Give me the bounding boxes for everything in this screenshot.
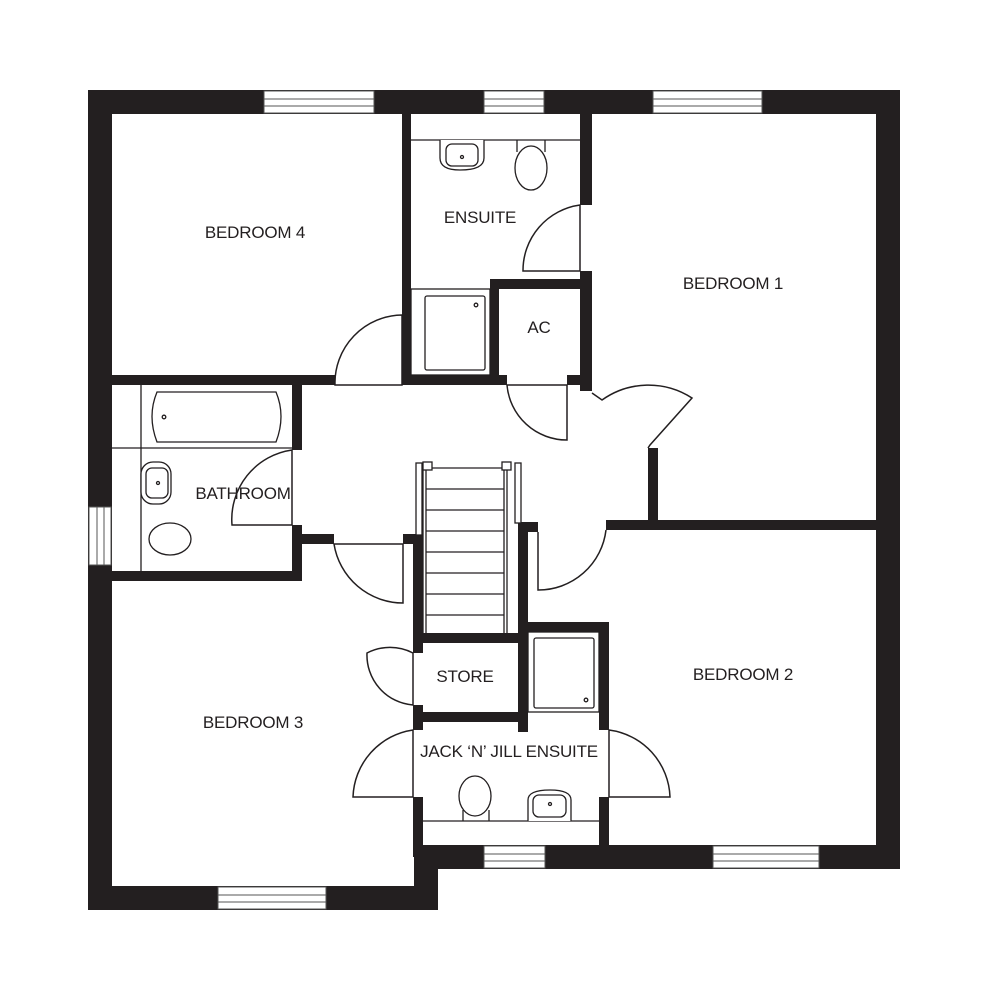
room-label-ensuite: ENSUITE	[443, 208, 517, 227]
room-label-bedroom-1: BEDROOM 1	[682, 274, 784, 293]
room-label-bathroom: BATHROOM	[195, 484, 291, 503]
interior-walls	[110, 112, 878, 857]
room-label-bedroom-2: BEDROOM 2	[692, 665, 794, 684]
windows	[88, 90, 820, 910]
room-label-store: STORE	[436, 667, 494, 686]
doors	[231, 204, 694, 798]
room-label-ac: AC	[527, 318, 551, 337]
room-label-bedroom-4: BEDROOM 4	[204, 223, 306, 242]
room-label-bedroom-3: BEDROOM 3	[202, 713, 304, 732]
room-label-jack-n-jill-ensuite: JACK ‘N’ JILL ENSUITE	[420, 742, 598, 761]
fixtures	[110, 139, 600, 822]
